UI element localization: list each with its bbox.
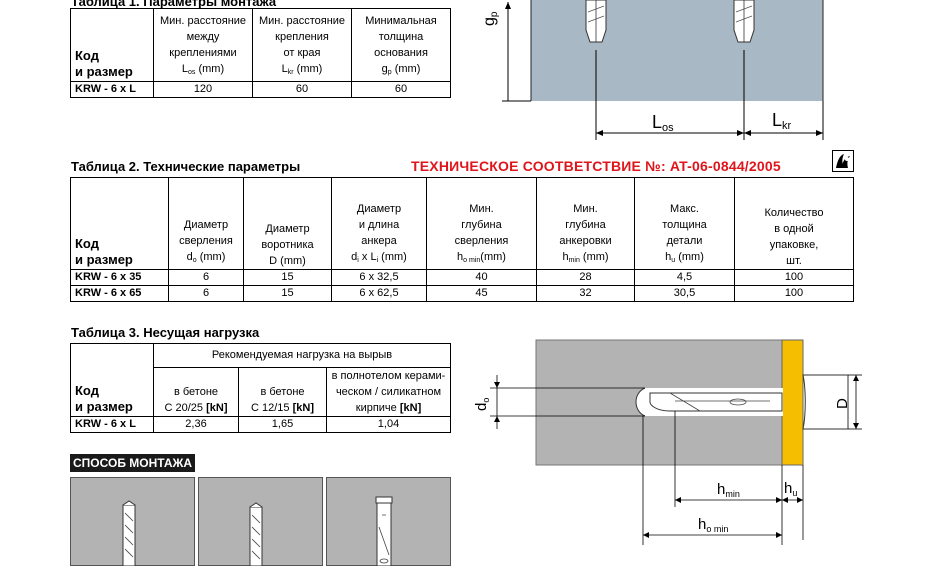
- do-label: do: [473, 398, 491, 411]
- table1-title: Таблица 1. Параметры монтажа: [71, 0, 277, 9]
- table-row: KRW - 6 x L 2,36 1,65 1,04: [70, 416, 451, 433]
- table-row: KRW - 6 x L 120 60 60: [70, 81, 451, 98]
- D-label: D: [834, 398, 851, 409]
- mounting-step-1: [70, 477, 195, 566]
- mounting-step-2: [198, 477, 323, 566]
- mounting-steps: [70, 477, 451, 566]
- table2-title: Таблица 2. Технические параметры: [71, 159, 301, 174]
- anchor-section-diagram: do D hmin hu ho min: [473, 339, 862, 545]
- hmin-label: hmin: [717, 481, 740, 499]
- table-row: KRW - 6 x 35 6 15 6 x 32,5 40 28 4,5 100: [70, 269, 854, 286]
- anchor-left-icon: [585, 0, 607, 43]
- homin-label: ho min: [698, 516, 728, 534]
- hu-label: hu: [784, 480, 797, 498]
- fixture-plate: [781, 339, 804, 466]
- mounting-step-3: [326, 477, 451, 566]
- table3-group-header: Рекомендуемая нагрузка на вырыв: [153, 343, 451, 368]
- base-panel: [531, 0, 823, 101]
- certification-logo-icon: [832, 150, 854, 172]
- anchor-body-icon: [649, 374, 849, 430]
- spacing-diagram: gp Los Lkr: [481, 0, 824, 140]
- certificate-number: ТЕХНИЧЕСКОЕ СООТВЕТСТВИЕ №: AT-06-0844/2…: [411, 158, 781, 174]
- table-row: KRW - 6 x 65 6 15 6 x 62,5 45 32 30,5 10…: [70, 285, 854, 302]
- mounting-badge: СПОСОБ МОНТАЖА: [70, 454, 196, 472]
- gp-label: gp: [481, 11, 500, 26]
- table3-title: Таблица 3. Несущая нагрузка: [71, 325, 260, 340]
- los-label: Los: [652, 112, 674, 134]
- lkr-label: Lkr: [772, 110, 792, 132]
- anchor-right-icon: [733, 0, 755, 43]
